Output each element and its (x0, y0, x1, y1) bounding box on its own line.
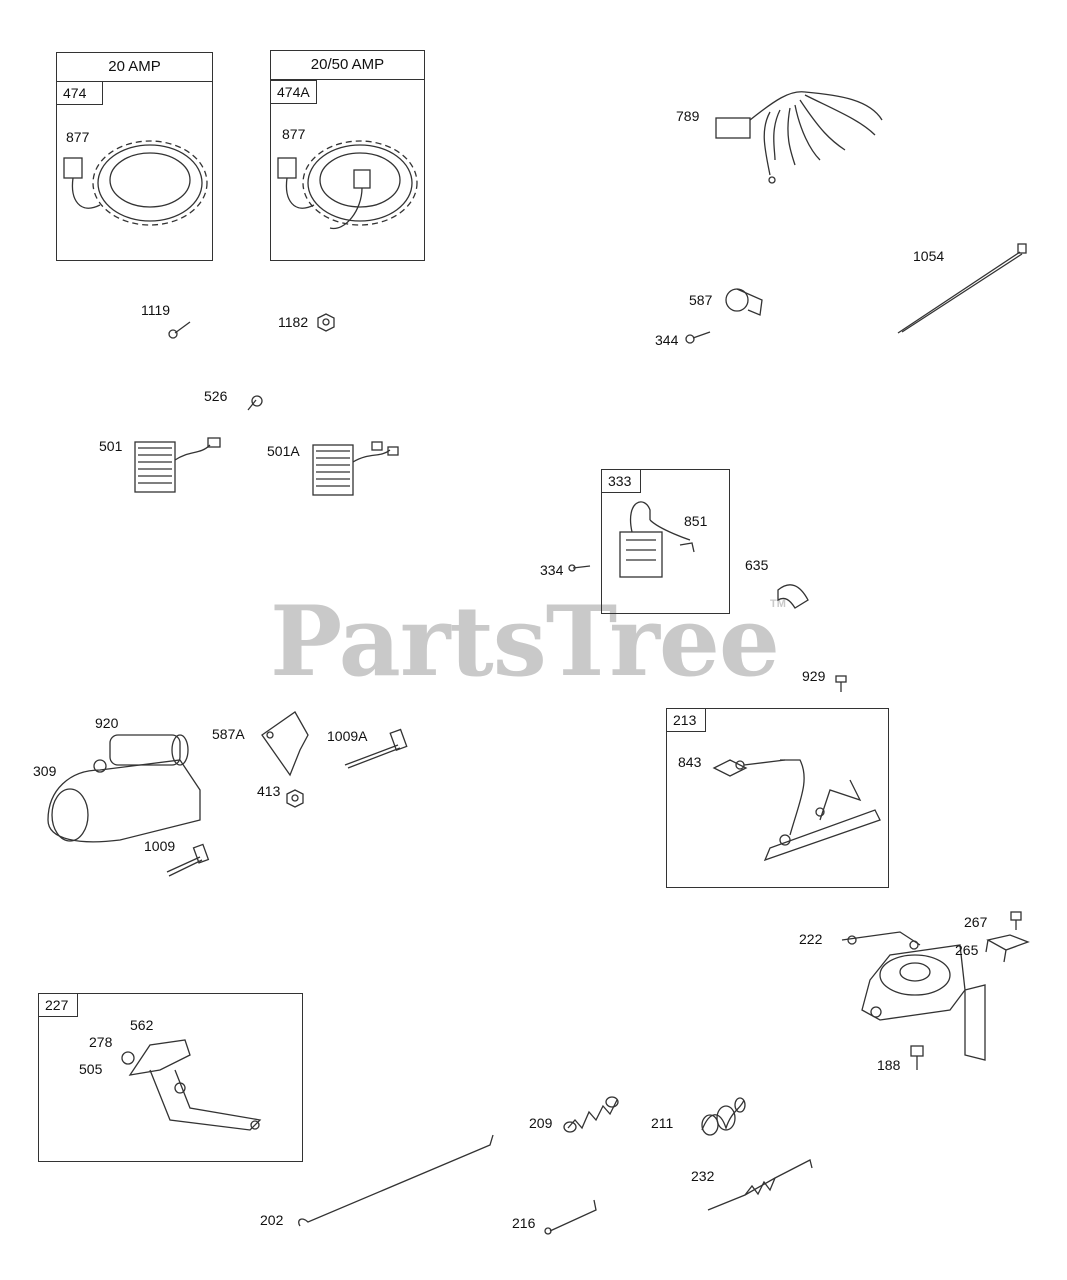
stator-2050amp-icon (277, 140, 418, 230)
nut-1182-icon (317, 313, 335, 332)
trademark-mark: TM (770, 598, 786, 610)
part-label-211[interactable]: 211 (651, 1115, 674, 1131)
governor-lever-227-icon (121, 1039, 262, 1131)
partstree-watermark: PartsTree (270, 585, 780, 698)
screw-334-icon (568, 564, 591, 572)
part-label-635[interactable]: 635 (745, 557, 769, 573)
group-333-tag[interactable]: 333 (601, 469, 641, 493)
nut-413-icon (286, 789, 304, 808)
starter-motor-icon (47, 734, 201, 843)
group-227-box (38, 993, 303, 1162)
group-227-tag[interactable]: 227 (38, 993, 78, 1017)
spark-plug-boot-icon (777, 584, 809, 609)
part-label-309[interactable]: 309 (33, 763, 57, 779)
part-label-413[interactable]: 413 (257, 783, 281, 799)
part-label-851[interactable]: 851 (684, 513, 708, 529)
part-label-1119[interactable]: 1119 (141, 302, 171, 318)
part-label-232[interactable]: 232 (691, 1168, 715, 1184)
governor-rod-202-icon (298, 1134, 494, 1227)
group-213-tag[interactable]: 213 (666, 708, 706, 732)
screw-188-icon (910, 1045, 924, 1070)
group-333-box (601, 469, 730, 614)
bolt-1009-icon (166, 843, 210, 877)
part-label-188[interactable]: 188 (877, 1057, 901, 1073)
part-label-562[interactable]: 562 (130, 1017, 154, 1033)
ignition-armature-icon (619, 501, 691, 578)
regulator-501a-icon (312, 441, 399, 496)
wire-harness-icon (715, 91, 883, 184)
group-213-box (666, 708, 889, 888)
screw-929-icon (835, 675, 847, 692)
part-label-267[interactable]: 267 (964, 914, 988, 930)
shield-587a-icon (261, 711, 309, 777)
group-474-header: 20 AMP (57, 53, 212, 82)
group-474a-tag[interactable]: 474A (270, 80, 317, 104)
part-label-216[interactable]: 216 (512, 1215, 536, 1231)
part-label-344[interactable]: 344 (655, 332, 679, 348)
part-label-877-b[interactable]: 877 (282, 126, 306, 142)
clip-851-icon (679, 542, 695, 553)
part-label-505[interactable]: 505 (79, 1061, 103, 1077)
part-label-929[interactable]: 929 (802, 668, 826, 684)
spring-link-232-icon (707, 1159, 813, 1211)
cable-tie-icon (897, 243, 1027, 334)
group-474-box: 20 AMP (56, 52, 213, 261)
part-label-877-a[interactable]: 877 (66, 129, 90, 145)
spring-209-icon (563, 1096, 619, 1133)
part-label-1009[interactable]: 1009 (144, 838, 176, 854)
spring-211-icon (701, 1097, 746, 1136)
part-label-265[interactable]: 265 (955, 942, 979, 958)
bolt-1119-icon (168, 321, 191, 339)
clip-265-icon (985, 934, 1030, 963)
part-label-209[interactable]: 209 (529, 1115, 553, 1131)
part-label-1009a[interactable]: 1009A (327, 728, 368, 744)
part-label-920[interactable]: 920 (95, 715, 119, 731)
part-label-501a[interactable]: 501A (267, 443, 300, 459)
part-label-222[interactable]: 222 (799, 931, 823, 947)
part-label-278[interactable]: 278 (89, 1034, 113, 1050)
pad-843-icon (712, 759, 748, 777)
part-label-1054[interactable]: 1054 (913, 248, 945, 264)
screw-267-icon (1010, 911, 1022, 930)
part-label-843[interactable]: 843 (678, 754, 702, 770)
part-label-789[interactable]: 789 (676, 108, 700, 124)
regulator-501-icon (134, 437, 221, 493)
part-label-587[interactable]: 587 (689, 292, 713, 308)
group-474a-box: 20/50 AMP (270, 50, 425, 261)
clamp-icon (725, 288, 763, 316)
governor-bracket-222-icon (841, 931, 986, 1061)
part-label-526[interactable]: 526 (204, 388, 228, 404)
link-216-icon (544, 1199, 597, 1235)
part-label-587a[interactable]: 587A (212, 726, 245, 742)
part-label-334[interactable]: 334 (540, 562, 564, 578)
bolt-1009a-icon (344, 728, 408, 769)
screw-344-icon (685, 331, 711, 344)
part-label-501[interactable]: 501 (99, 438, 123, 454)
part-label-202[interactable]: 202 (260, 1212, 284, 1228)
screw-526-icon (247, 395, 263, 411)
control-bracket-213-icon (735, 759, 881, 862)
group-474a-header: 20/50 AMP (271, 51, 424, 80)
part-label-1182[interactable]: 1182 (278, 314, 309, 330)
stator-20amp-icon (63, 140, 208, 226)
group-474-tag[interactable]: 474 (56, 81, 103, 105)
